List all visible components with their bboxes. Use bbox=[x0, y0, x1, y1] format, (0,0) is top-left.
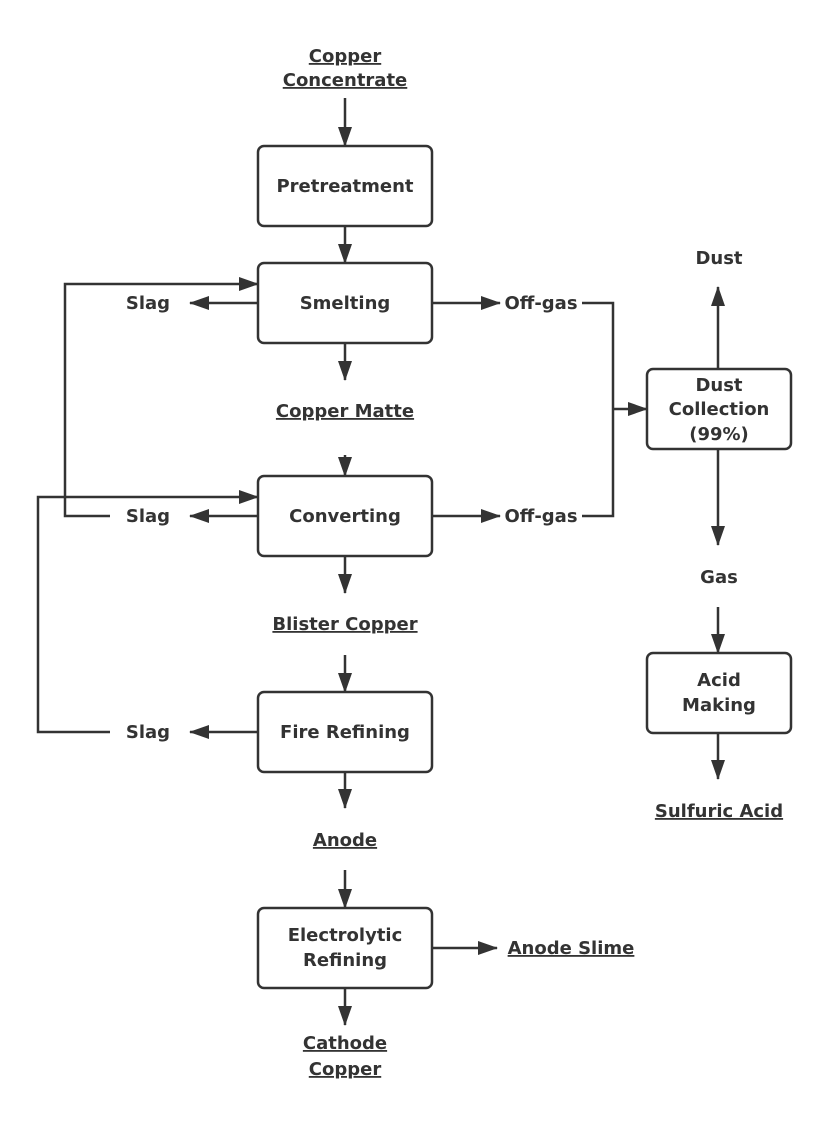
acid-making-label-2: Making bbox=[682, 695, 756, 716]
electrolytic-label: Electrolytic bbox=[288, 925, 403, 946]
node-pretreatment bbox=[256, 144, 434, 228]
gas-label: Gas bbox=[700, 567, 738, 588]
refining-label: Refining bbox=[303, 950, 387, 971]
cathode-copper-label-2: Copper bbox=[309, 1059, 382, 1080]
slag-label-1: Slag bbox=[126, 293, 170, 314]
process-boxes bbox=[256, 144, 793, 990]
offgas-label-2: Off-gas bbox=[504, 506, 577, 527]
node-smelting bbox=[256, 261, 434, 345]
slag-label-2: Slag bbox=[126, 506, 170, 527]
copper-concentrate-label: Copper bbox=[309, 46, 382, 67]
offgas-label-1: Off-gas bbox=[504, 293, 577, 314]
node-dust-collection bbox=[645, 367, 793, 451]
dust-collection-label-1: Dust bbox=[695, 375, 742, 396]
node-acid-making bbox=[645, 651, 793, 735]
pretreatment-label: Pretreatment bbox=[276, 176, 413, 197]
node-fire-refining bbox=[256, 690, 434, 774]
anode-label: Anode bbox=[313, 830, 377, 851]
blister-copper-label: Blister Copper bbox=[272, 614, 417, 635]
dust-label: Dust bbox=[695, 248, 742, 269]
slag-label-3: Slag bbox=[126, 722, 170, 743]
acid-making-label-1: Acid bbox=[697, 670, 741, 691]
connectors bbox=[36, 98, 725, 1026]
smelting-label: Smelting bbox=[300, 293, 391, 314]
dust-collection-label-2: Collection bbox=[669, 399, 770, 420]
sulfuric-acid-label: Sulfuric Acid bbox=[655, 801, 783, 822]
copper-matte-label: Copper Matte bbox=[276, 401, 414, 422]
copper-concentrate-label-2: Concentrate bbox=[283, 70, 408, 91]
dust-collection-label-3: (99%) bbox=[689, 424, 749, 445]
converting-label: Converting bbox=[289, 506, 401, 527]
anode-slime-label: Anode Slime bbox=[508, 938, 635, 959]
cathode-copper-label: Cathode bbox=[303, 1033, 387, 1054]
node-converting bbox=[256, 474, 434, 558]
fire-refining-label: Fire Refining bbox=[280, 722, 410, 743]
node-electrolytic-refining bbox=[256, 906, 434, 990]
